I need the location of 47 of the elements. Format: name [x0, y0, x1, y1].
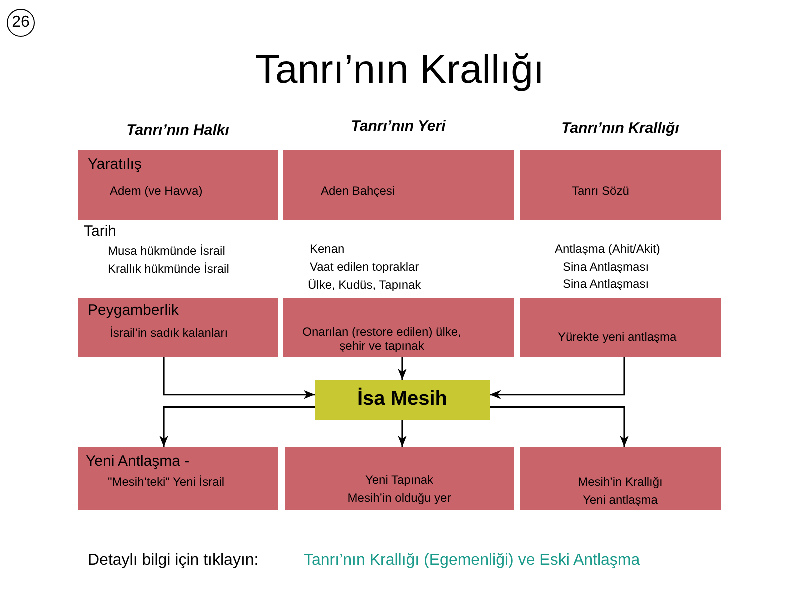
row-heading: Yeni Antlaşma -: [86, 453, 190, 470]
highlight-box: [315, 380, 490, 420]
arrow: [398, 357, 407, 380]
node-text: Aden Bahçesi: [321, 184, 396, 198]
list-item: Musa hükmünde İsrail: [108, 244, 226, 258]
list-item: Vaat edilen topraklar: [310, 260, 420, 274]
row-heading: Tarih: [84, 223, 117, 240]
process-box: [78, 298, 278, 357]
node-text: Tanrı Sözü: [572, 184, 630, 198]
node-text: Mesih’in olduğu yer: [346, 491, 452, 505]
list-item: Kenan: [310, 242, 345, 256]
node-text: "Mesih’teki" Yeni İsrail: [108, 475, 225, 489]
list-item: Antlaşma (Ahit/Akit): [555, 242, 660, 256]
arrow: [398, 420, 407, 447]
title: Tanrı’nın Krallığı: [254, 48, 546, 93]
list-item: Sina Antlaşması: [563, 260, 650, 274]
node-text: Mesih’in Krallığı: [577, 475, 664, 489]
node-text: Yeni Tapınak: [364, 473, 435, 487]
arrow: [490, 406, 629, 447]
node-label: İsa Mesih: [356, 388, 449, 411]
column-heading: Tanrı’nın Krallığı: [560, 120, 680, 137]
process-box: [78, 447, 278, 510]
node-text: Onarılan (restore edilen) ülke, şehir ve tapınak: [302, 325, 462, 353]
arrow: [160, 406, 315, 447]
column-heading: Tanrı’nın Yeri: [350, 118, 447, 135]
caption-text: Detaylı bilgi için tıklayın:: [88, 552, 259, 570]
arrow: [490, 357, 626, 400]
list-item: Krallık hükmünde İsrail: [108, 262, 230, 276]
callout-number: 26: [7, 9, 35, 37]
list-item: Sina Antlaşması: [563, 277, 650, 291]
node-text: Yeni antlaşma: [582, 493, 659, 507]
process-box: [520, 447, 721, 510]
row-heading: Peygamberlik: [88, 302, 179, 319]
process-box: [283, 298, 514, 357]
node-text: Adem (ve Havva): [110, 184, 203, 198]
node-text: İsrail’in sadık kalanları: [110, 326, 228, 340]
node-text: Yürekte yeni antlaşma: [558, 330, 677, 344]
process-box: [285, 447, 514, 510]
process-box: [283, 150, 514, 220]
link: Tanrı’nın Krallığı (Egemenliği) ve Eski Antlaşma: [304, 552, 640, 570]
process-box: [520, 150, 721, 220]
row-heading: Yaratılış: [88, 156, 142, 173]
column-heading: Tanrı’nın Halkı: [126, 122, 230, 139]
arrow: [163, 357, 315, 400]
process-box: [78, 150, 278, 220]
list-item: Ülke, Kudüs, Tapınak: [308, 278, 422, 292]
process-box: [520, 298, 721, 357]
